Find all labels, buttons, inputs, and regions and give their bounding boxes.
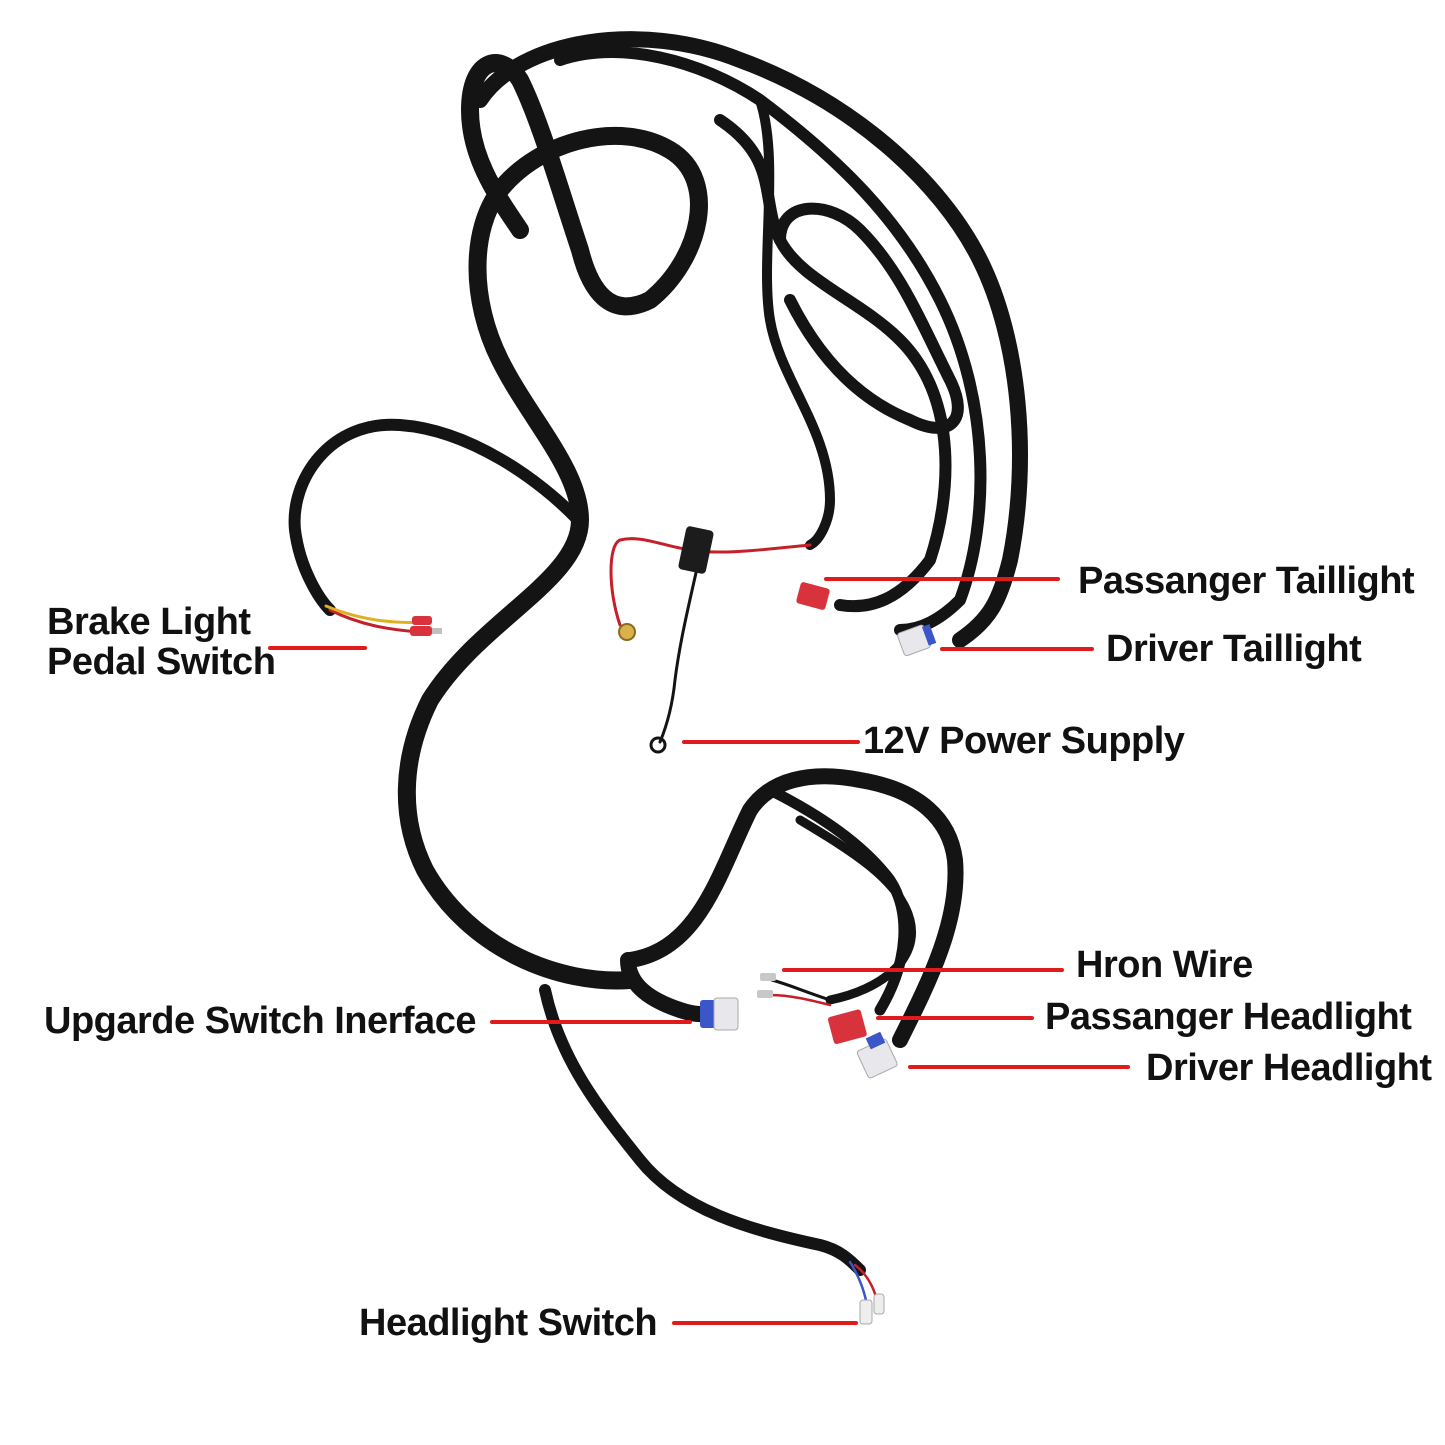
upper-loop-cable bbox=[472, 31, 1028, 648]
driver-headlight-connector-icon bbox=[856, 1031, 898, 1079]
brake-light-cable bbox=[288, 418, 584, 616]
label-power-supply: 12V Power Supply bbox=[863, 720, 1185, 762]
label-driver-taillight: Driver Taillight bbox=[1106, 628, 1362, 670]
horn-terminal-2-icon bbox=[757, 990, 773, 998]
brake-switch-terminals-icon bbox=[410, 616, 442, 636]
label-headlight-switch: Headlight Switch bbox=[359, 1302, 658, 1344]
label-passenger-headlight: Passanger Headlight bbox=[1045, 996, 1412, 1038]
passenger-headlight-connector-icon bbox=[827, 1009, 867, 1044]
power-black-wire bbox=[658, 553, 702, 744]
label-pedal-switch: Pedal Switch bbox=[47, 641, 276, 683]
label-brake-light: Brake Light bbox=[47, 601, 251, 643]
upgrade-interface-connector-icon bbox=[700, 997, 739, 1031]
horn-branch-cable bbox=[795, 815, 916, 1005]
horn-wire-b bbox=[768, 993, 832, 1007]
headlight-switch-terminal-icon bbox=[859, 1299, 873, 1325]
main-trunk-cable bbox=[397, 54, 708, 990]
center-drop-cable bbox=[755, 95, 835, 550]
inline-fuse-holder-icon bbox=[678, 526, 714, 574]
horn-terminal-icon bbox=[760, 973, 776, 981]
label-upgrade-interface: Upgarde Switch Inerface bbox=[44, 1000, 476, 1042]
horn-wire-a bbox=[770, 978, 832, 1002]
taillight-inner-loop bbox=[774, 202, 964, 434]
driver-taillight-connector-icon bbox=[897, 624, 937, 657]
label-horn-wire: Hron Wire bbox=[1076, 944, 1253, 986]
upgrade-branch-cable bbox=[620, 952, 718, 1023]
ring-terminal-black-icon bbox=[649, 736, 667, 754]
label-driver-headlight: Driver Headlight bbox=[1146, 1047, 1432, 1089]
lower-harness-cable bbox=[622, 768, 964, 1048]
label-passenger-taillight: Passanger Taillight bbox=[1078, 560, 1415, 602]
headlight-switch-terminal-2-icon bbox=[873, 1293, 885, 1315]
upper-loop-cable-2 bbox=[554, 46, 987, 636]
power-red-wire bbox=[609, 537, 812, 627]
passenger-taillight-connector-icon bbox=[796, 582, 830, 610]
headlight-switch-cable bbox=[539, 984, 866, 1276]
ring-terminal-brass-icon bbox=[618, 623, 636, 641]
